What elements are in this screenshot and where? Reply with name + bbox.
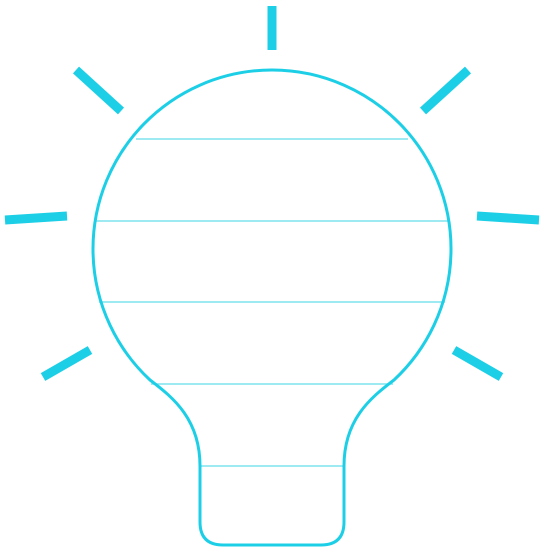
bulb-outline — [91, 68, 453, 547]
light-ray-upper-left — [72, 66, 125, 115]
light-ray-left — [4, 211, 68, 225]
light-rays — [4, 6, 540, 381]
light-ray-lower-right — [451, 346, 504, 381]
light-ray-right — [476, 211, 540, 225]
light-ray-lower-left — [40, 346, 93, 381]
bulb-band-lines — [96, 138, 448, 467]
light-ray-upper-right — [419, 66, 472, 115]
